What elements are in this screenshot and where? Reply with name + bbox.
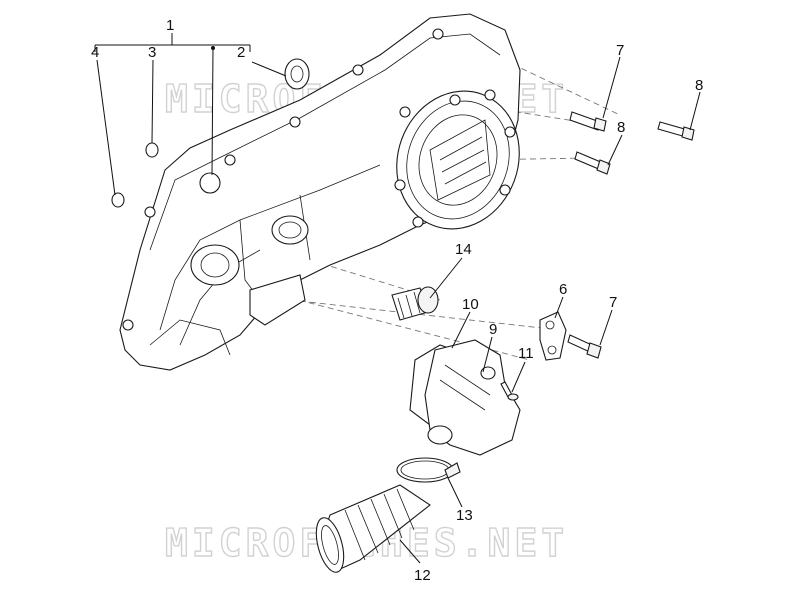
- callout-7-lower: 7: [609, 294, 617, 311]
- callout-labels: 1 2 3 4 6 7 7 8 8 9 10 11 12 13 14: [91, 17, 703, 584]
- callout-6: 6: [559, 281, 567, 298]
- callout-4: 4: [91, 44, 99, 61]
- bolt-part-8-upper: [657, 121, 695, 141]
- leader-lines: [94, 33, 701, 564]
- bolt-part-7-upper: [569, 111, 607, 132]
- dowel-part-3: [145, 142, 159, 158]
- callout-12: 12: [414, 567, 431, 584]
- callout-1: 1: [166, 17, 174, 34]
- callout-8-upper: 8: [695, 77, 703, 94]
- bolt-part-7-lower: [567, 334, 602, 359]
- callout-9: 9: [489, 321, 497, 338]
- callout-13: 13: [456, 507, 473, 524]
- screw-part-11: [500, 381, 519, 401]
- callout-8-lower: 8: [617, 119, 625, 136]
- callout-10: 10: [462, 296, 479, 313]
- callout-2: 2: [237, 44, 245, 61]
- bolt-part-8-lower: [574, 151, 611, 175]
- bearing-part-2: [284, 58, 310, 90]
- bracket-part-6: [539, 311, 567, 361]
- bellows-hose-part-12: [315, 484, 431, 573]
- clamp-part-13: [396, 457, 461, 483]
- callout-14: 14: [455, 241, 472, 258]
- intake-manifold-part-9: [424, 339, 521, 456]
- dowel-part-4: [111, 192, 125, 208]
- callout-11: 11: [518, 345, 534, 362]
- callout-7-upper: 7: [616, 42, 624, 59]
- filter-part-14: [391, 286, 439, 321]
- crankcase-cover: [119, 13, 521, 371]
- callout-3: 3: [148, 44, 156, 61]
